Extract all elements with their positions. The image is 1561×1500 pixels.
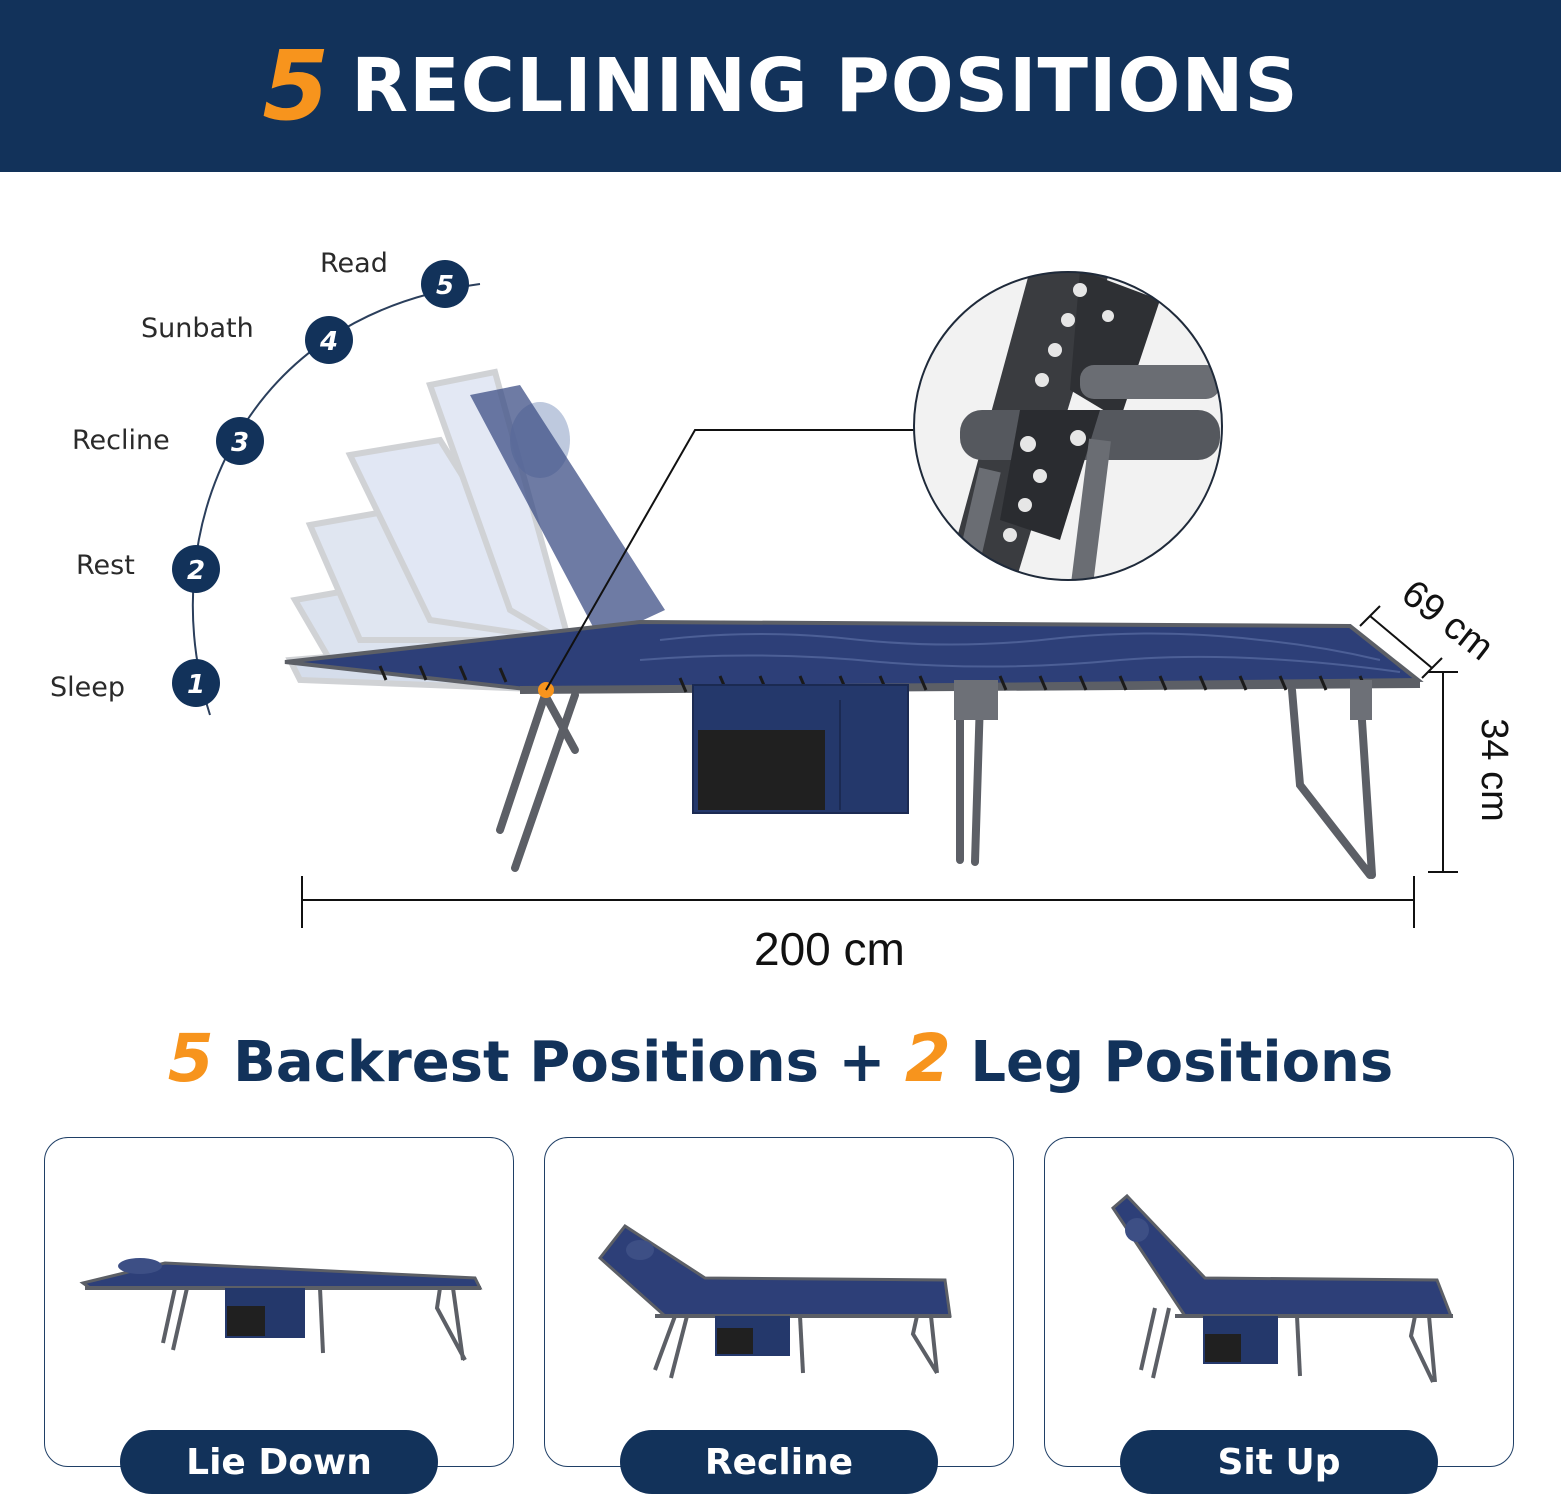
backrest	[470, 385, 665, 640]
recline-image	[597, 1223, 952, 1379]
position-label-recline: Recline	[72, 425, 170, 456]
sit-up-label: Sit Up	[1120, 1430, 1438, 1494]
callout-line	[545, 429, 915, 691]
backrest-text: Backrest Positions +	[233, 1030, 886, 1095]
position-marker-5	[421, 260, 469, 308]
height-dimension	[1428, 671, 1458, 873]
height-label: 34 cm	[1473, 718, 1515, 821]
position-label-sunbath: Sunbath	[141, 313, 254, 344]
card-sit-up	[1044, 1137, 1514, 1467]
legs	[496, 686, 1376, 879]
position-marker-3	[216, 417, 264, 465]
recline-label: Recline	[620, 1430, 938, 1494]
lie-down-label: Lie Down	[120, 1430, 438, 1494]
length-label: 200 cm	[754, 923, 905, 975]
position-number-2: 2	[187, 556, 205, 586]
header-title: RECLINING POSITIONS	[351, 43, 1299, 129]
leg-bracket	[954, 680, 998, 720]
card-lie-down	[44, 1137, 514, 1467]
position-number-1: 1	[187, 670, 205, 700]
position-label-read: Read	[320, 248, 388, 279]
card-recline	[544, 1137, 1014, 1467]
mesh-pocket	[698, 730, 825, 810]
header-number: 5	[262, 30, 330, 142]
position-label-sleep: Sleep	[50, 672, 126, 703]
position-number-3: 3	[231, 428, 249, 458]
position-markers: 1 2 3 4 5	[172, 260, 469, 707]
position-marker-1	[172, 659, 220, 707]
header-banner: 5 RECLINING POSITIONS	[0, 0, 1561, 172]
position-marker-4	[305, 316, 353, 364]
sit-up-image	[1111, 1193, 1454, 1383]
backrest-count: 5	[167, 1020, 214, 1097]
hinge-detail-zoom	[913, 271, 1223, 581]
position-marker-2	[172, 545, 220, 593]
position-label-rest: Rest	[76, 550, 135, 581]
length-dimension	[301, 876, 1415, 928]
cot-illustration: 1 2 3 4 5 69 cm 34 cm	[172, 260, 1515, 928]
positions-subtitle: 5 Backrest Positions + 2 Leg Positions	[0, 1020, 1561, 1097]
leg-count: 2	[904, 1020, 951, 1097]
lie-down-image	[79, 1258, 483, 1361]
position-number-5: 5	[436, 271, 454, 301]
leg-text: Leg Positions	[970, 1030, 1394, 1095]
position-number-4: 4	[319, 327, 338, 357]
width-label: 69 cm	[1394, 572, 1501, 669]
width-dimension	[1359, 605, 1443, 679]
